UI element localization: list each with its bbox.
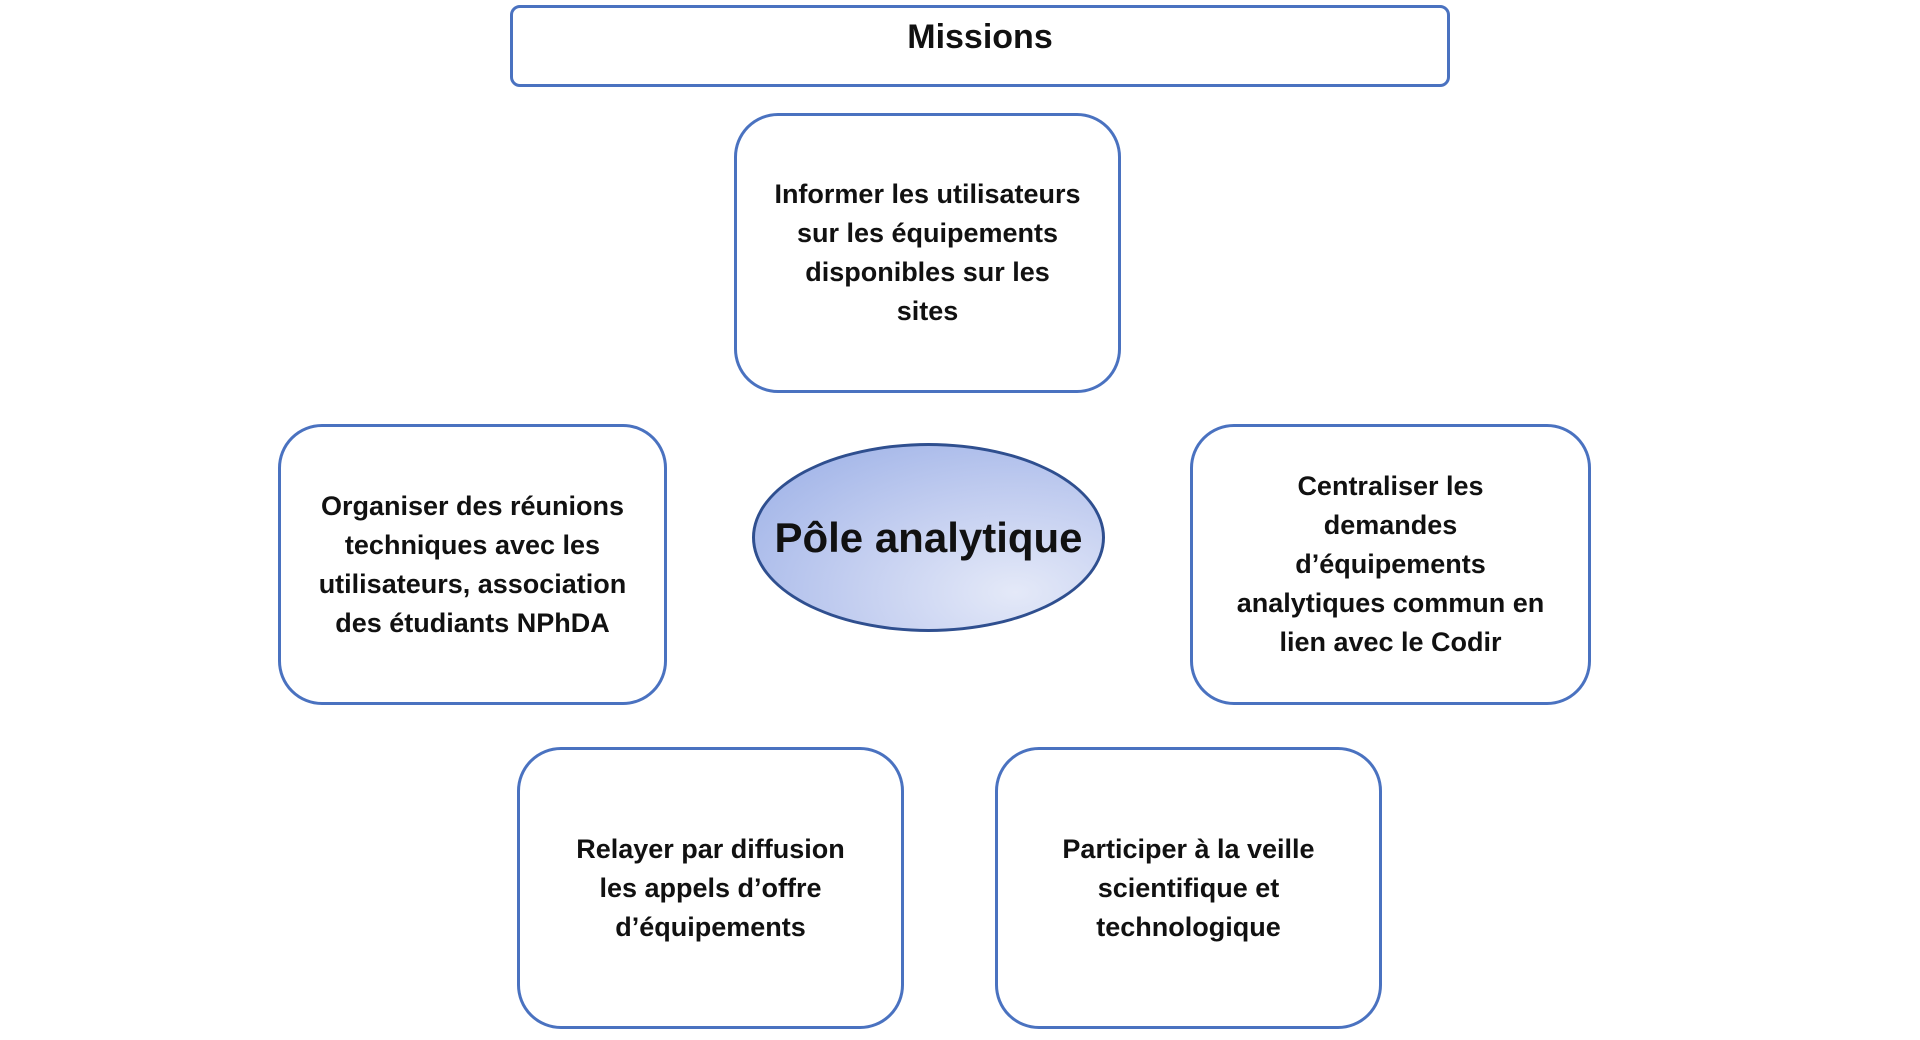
mission-text: Organiser des réunions techniques avec l… bbox=[318, 490, 627, 638]
missions-title: Missions bbox=[510, 5, 1450, 87]
mission-box-centralize: Centraliser les demandes d’équipements a… bbox=[1190, 424, 1591, 705]
mission-box-relay: Relayer par diffusion les appels d’offre… bbox=[517, 747, 904, 1029]
mission-text: Informer les utilisateurs sur les équipe… bbox=[774, 179, 1081, 326]
missions-title-text: Missions bbox=[907, 18, 1053, 56]
mission-text: Relayer par diffusion les appels d’offre… bbox=[576, 833, 845, 942]
mission-box-watch: Participer à la veille scientifique et t… bbox=[995, 747, 1382, 1029]
mission-box-inform: Informer les utilisateurs sur les équipe… bbox=[734, 113, 1121, 393]
mission-text: Participer à la veille scientifique et t… bbox=[1062, 833, 1315, 942]
mission-text: Centraliser les demandes d’équipements a… bbox=[1236, 471, 1545, 657]
center-ellipse: Pôle analytique bbox=[752, 443, 1105, 632]
mission-box-organize: Organiser des réunions techniques avec l… bbox=[278, 424, 667, 705]
center-ellipse-text: Pôle analytique bbox=[774, 513, 1083, 561]
